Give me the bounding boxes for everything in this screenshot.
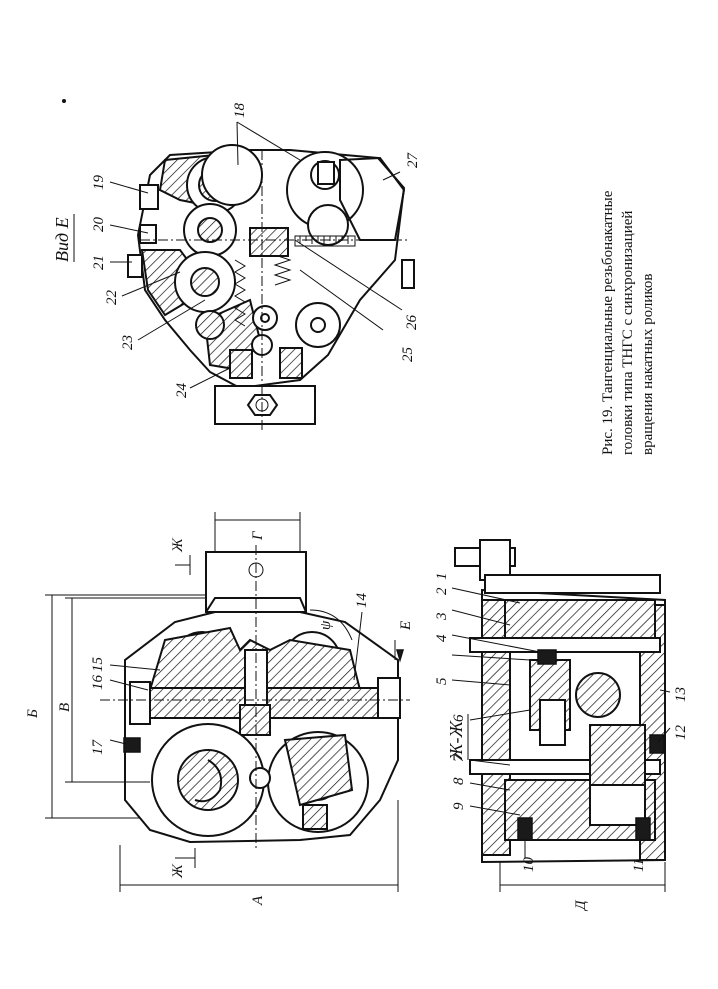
section-gear-1-teeth [539, 699, 566, 746]
label-23: 23 [120, 335, 136, 350]
section-leaders [451, 587, 671, 858]
section-top-cover [504, 599, 656, 641]
label-13: 13 [673, 687, 689, 702]
label-11: 11 [631, 858, 647, 872]
front-small-pin [249, 767, 271, 789]
view-e-spring-left [234, 259, 246, 327]
section-zh-title: Ж-Ж [446, 714, 469, 761]
view-e-spring-right [273, 254, 292, 286]
view-e-roller-3-shaft [190, 267, 220, 297]
label-Zh-bottom: Ж [170, 863, 186, 879]
label-20: 20 [91, 217, 107, 233]
view-e-screw-20 [139, 224, 157, 244]
view-e-scale [294, 235, 356, 247]
section-top-plate [484, 574, 661, 594]
label-9: 9 [451, 802, 467, 810]
section-zh-title-text: Ж-Ж [446, 720, 466, 761]
dim-label-V: В [57, 703, 73, 712]
dim-label-D: Д [573, 899, 589, 912]
label-26: 26 [404, 315, 420, 331]
section-screw-11 [635, 817, 651, 841]
view-e-bushing [249, 227, 289, 257]
view-e-screw-bottom [279, 347, 303, 379]
view-e-gear-right-hub [310, 317, 326, 333]
view-e-screw-top [317, 161, 335, 185]
arrow-E-icon [395, 649, 405, 663]
view-e-leaders [109, 121, 403, 389]
view-e-roller-ring [201, 144, 263, 206]
section-shaft-upper [469, 637, 661, 653]
label-17: 17 [90, 739, 106, 756]
label-4: 4 [434, 634, 450, 642]
front-arm-screw [302, 804, 328, 830]
section-screw-10 [517, 817, 533, 841]
front-roller-bottom-left-arrow [194, 759, 223, 803]
section-gear-3 [589, 724, 646, 786]
front-roller-bottom-left-shaft [177, 749, 239, 811]
label-3: 3 [434, 613, 450, 622]
view-e-title: Вид Е [52, 214, 75, 262]
caption-line-3: вращения накатных роликов [640, 273, 656, 455]
label-12: 12 [673, 725, 689, 741]
label-24: 24 [174, 383, 190, 399]
front-leaders [109, 611, 363, 745]
front-arm-section [283, 733, 354, 807]
figure-caption: Рис. 19. Тангенциальные резьбонакатные г… [600, 190, 656, 455]
view-e-screw-24 [229, 349, 253, 379]
dim-label-G: Г [250, 530, 266, 541]
view-e-housing [136, 149, 406, 390]
label-25: 25 [400, 347, 416, 363]
front-shank-neck [205, 597, 307, 613]
label-6: 6 [451, 714, 467, 722]
dim-label-A: А [250, 895, 266, 906]
caption-line-1: Рис. 19. Тангенциальные резьбонакатные [600, 190, 616, 455]
view-e: Вид Е 19 20 21 22 23 24 25 26 27 18 [52, 103, 421, 430]
view-e-gear-small [195, 310, 225, 340]
label-5: 5 [434, 677, 450, 685]
front-central-bushing [239, 704, 271, 736]
print-dot [62, 99, 66, 103]
dim-label-psi: ψ [318, 620, 334, 630]
label-14: 14 [354, 593, 370, 609]
front-view: Б В А Г ψ Е Ж Ж 15 16 17 14 [25, 512, 414, 906]
section-nut [537, 649, 557, 665]
label-7: 7 [451, 753, 467, 762]
front-screw-left [129, 681, 151, 725]
label-8: 8 [451, 777, 467, 785]
view-e-screw-21 [127, 254, 143, 278]
label-22: 22 [104, 290, 120, 306]
section-gear-2 [575, 672, 621, 718]
section-zh: Ж-Ж 2 1 3 4 5 6 7 8 9 10 11 12 13 Д [434, 539, 689, 912]
label-19: 19 [91, 175, 107, 191]
front-dimensions [45, 512, 399, 892]
label-18: 18 [232, 103, 248, 119]
view-e-gear-center-hub [260, 313, 270, 323]
label-2: 2 [434, 587, 450, 595]
label-10: 10 [521, 857, 537, 873]
view-e-roller-2-shaft [197, 217, 223, 243]
caption-line-2: головки типа ТНГС с синхронизацией [620, 211, 636, 455]
view-e-title-text: Вид Е [52, 217, 72, 262]
view-e-stop [401, 259, 415, 289]
section-dimension-D [499, 862, 666, 892]
label-E-arrow: Е [398, 621, 414, 631]
label-Zh-top: Ж [170, 537, 186, 553]
label-15: 15 [90, 657, 106, 673]
view-e-roller-right-mid [307, 204, 349, 246]
front-screw-17 [123, 737, 141, 753]
dim-label-B: Б [25, 709, 41, 719]
label-1: 1 [434, 573, 450, 581]
label-16: 16 [90, 675, 106, 691]
label-21: 21 [91, 255, 107, 270]
view-e-screw-19 [139, 184, 159, 210]
front-stop-right [377, 677, 401, 719]
label-27: 27 [405, 152, 421, 169]
